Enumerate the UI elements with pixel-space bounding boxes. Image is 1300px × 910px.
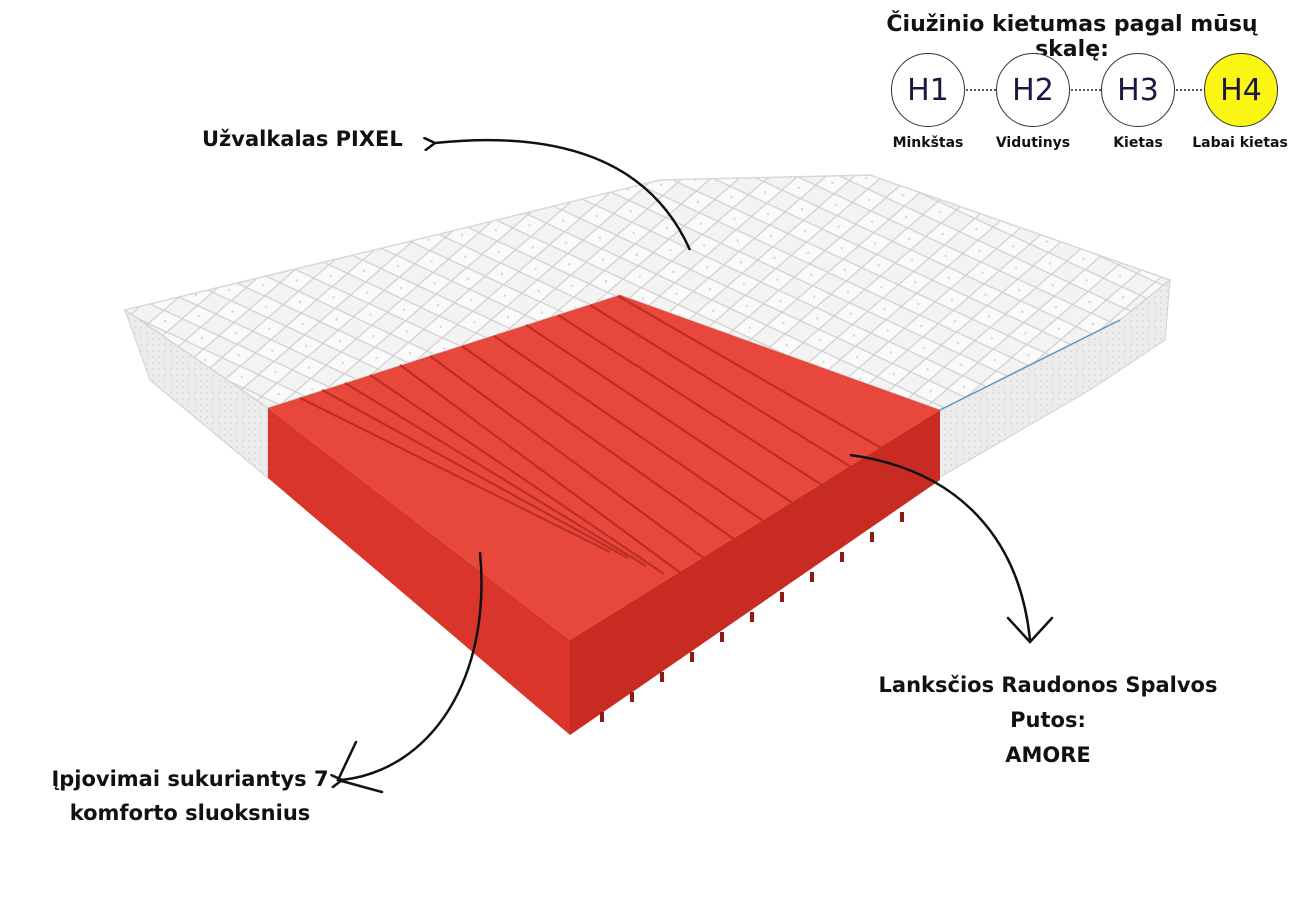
cover-label: Užvalkalas PIXEL (202, 127, 403, 151)
foam-label-line3: AMORE (1005, 743, 1091, 767)
arrow-cuts-head (336, 740, 384, 794)
foam-block (268, 295, 940, 735)
firmness-h3-label: Kietas (1113, 135, 1163, 151)
scale-connector (966, 89, 996, 91)
arrow-foam (849, 453, 1032, 641)
cuts-label: Įpjovimai sukuriantys 7 komforto sluoksn… (20, 762, 360, 830)
cuts-label-line1: Įpjovimai sukuriantys 7 (51, 767, 329, 791)
firmness-h2-label: Vidutinys (995, 135, 1071, 151)
firmness-h4: H4 (1204, 53, 1278, 127)
arrow-cuts (342, 551, 483, 780)
scale-connector (1176, 89, 1206, 91)
firmness-h2: H2 (996, 53, 1070, 127)
scale-connector (1071, 89, 1101, 91)
foam-label-line1: Lanksčios Raudonos Spalvos (878, 673, 1218, 697)
arrow-foam-head (1006, 616, 1054, 644)
arrow-cover (435, 140, 692, 251)
firmness-h1: H1 (891, 53, 965, 127)
cuts-label-line2: komforto sluoksnius (69, 801, 311, 825)
foam-label: Lanksčios Raudonos Spalvos Putos: AMORE (858, 668, 1238, 773)
firmness-scale-title: Čiužinio kietumas pagal mūsų skalę: (886, 12, 1258, 62)
foam-label-line2: Putos: (1010, 708, 1086, 732)
firmness-h1-label: Minkštas (892, 135, 964, 151)
firmness-h4-label: Labai kietas (1192, 135, 1288, 151)
mattress-cover (123, 174, 1172, 481)
firmness-h3: H3 (1101, 53, 1175, 127)
